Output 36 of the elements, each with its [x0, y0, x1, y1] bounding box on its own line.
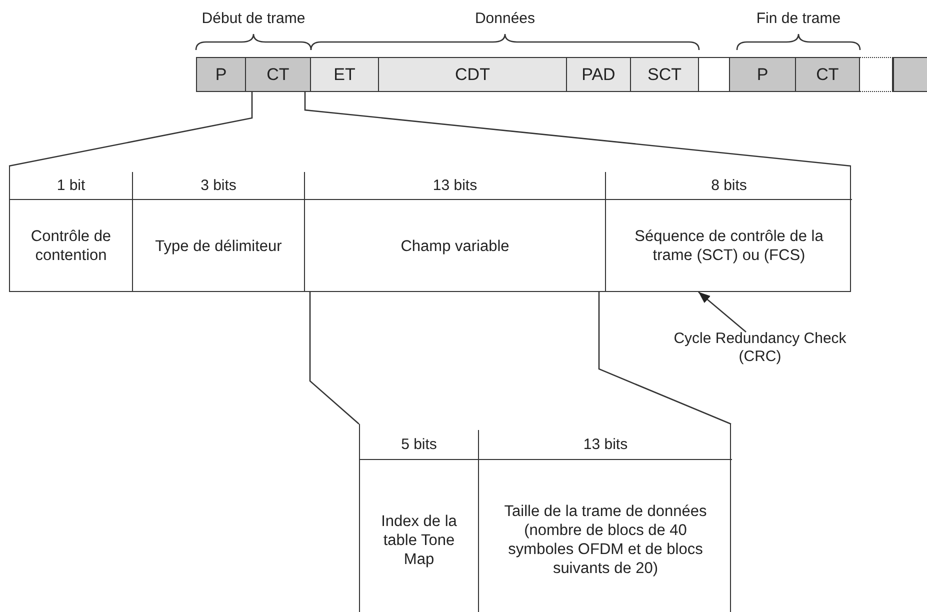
empty-frame-field [893, 57, 927, 92]
section-label: Données [474, 10, 536, 27]
field-name: Type de délimiteur [155, 236, 282, 256]
bit-width-label: 8 bits [711, 177, 747, 194]
frame-field: P [730, 57, 796, 92]
bit-width-label: 3 bits [200, 177, 236, 194]
frame-field: CT [796, 57, 860, 92]
frame-field: CT [246, 57, 311, 92]
annotation-text: Cycle Redundancy Check (CRC) [660, 330, 860, 370]
bit-width-label: 1 bit [56, 177, 86, 194]
field-name: Champ variable [400, 236, 510, 256]
zoom-line [8, 91, 852, 167]
empty-frame-field [699, 57, 730, 92]
table-column [304, 172, 605, 292]
field-name: Contrôle de contention [30, 227, 112, 265]
frame-field: SCT [631, 57, 699, 92]
frame-field: PAD [567, 57, 631, 92]
table-column [132, 172, 304, 292]
zoom-line [309, 291, 732, 425]
bit-width-label: 5 bits [401, 436, 437, 453]
field-name: Séquence de contrôle de la trame (SCT) ou (FCS) [634, 227, 824, 265]
arrow [698, 292, 746, 332]
frame-field: ET [311, 57, 379, 92]
empty-frame-field [860, 57, 893, 92]
table-column [478, 430, 732, 612]
field-name: Index de la table Tone Map [380, 512, 458, 568]
section-label: Fin de trame [756, 10, 841, 27]
frame-field: CDT [379, 57, 567, 92]
field-table [9, 166, 851, 292]
frame-field: P [196, 57, 246, 92]
section-label: Début de trame [202, 10, 306, 27]
table-column [605, 172, 852, 292]
bit-width-label: 13 bits [583, 436, 628, 453]
bit-width-label: 13 bits [432, 177, 478, 194]
field-table [359, 424, 731, 612]
field-name: Taille de la trame de données (nombre de blocs de 40 symboles OFDM et de blocs suivants de 20) [503, 502, 708, 578]
